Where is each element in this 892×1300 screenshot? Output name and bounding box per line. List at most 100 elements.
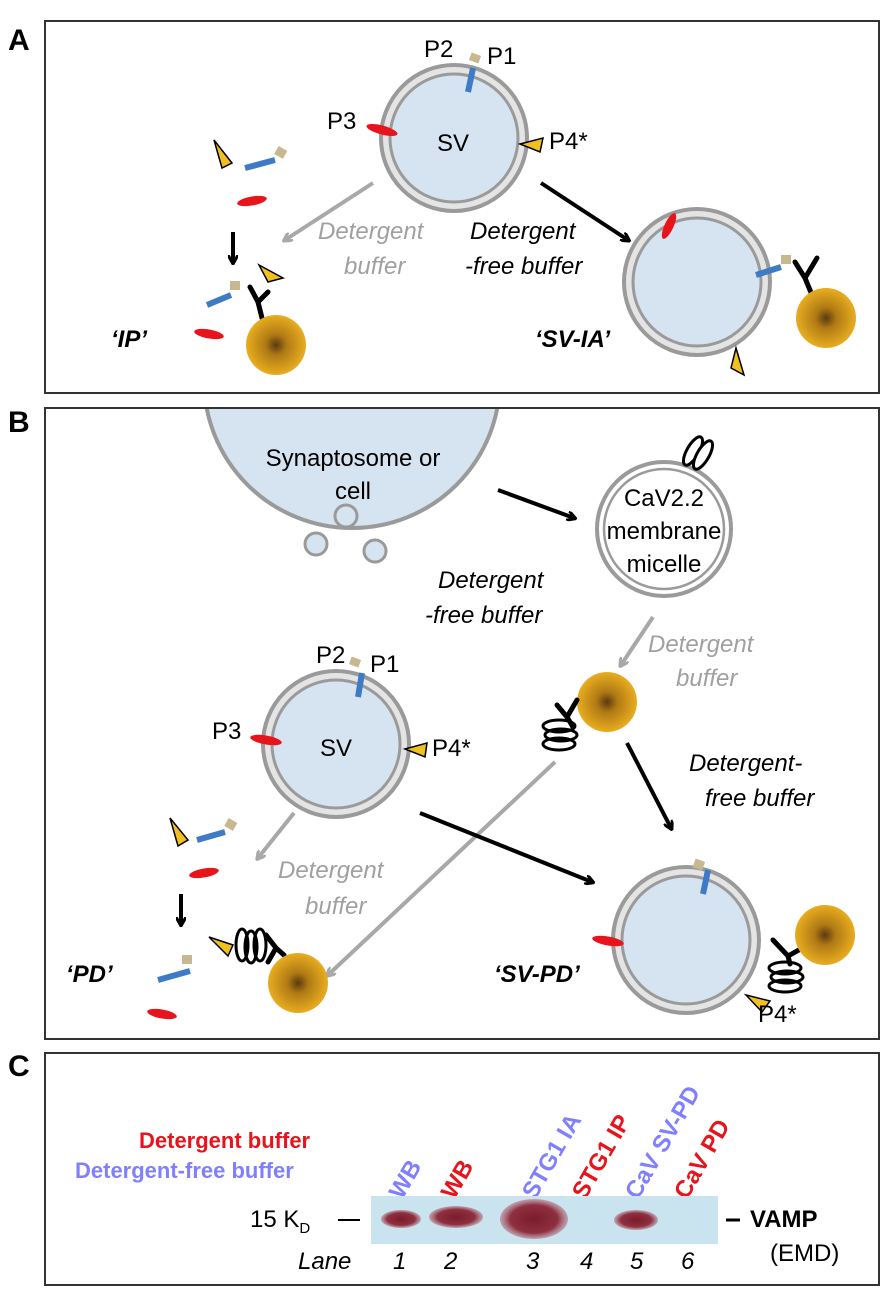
p3-sv-pd xyxy=(592,935,624,947)
p1-epitope-b xyxy=(355,672,365,698)
synaptosome-label-1: Synaptosome or xyxy=(265,445,441,472)
legend-detergent: Detergent buffer xyxy=(139,1128,311,1153)
p3-fragment-b xyxy=(189,867,219,879)
lane-number-5: 5 xyxy=(630,1248,644,1275)
p4-pd xyxy=(208,936,235,958)
cav-channel-icon xyxy=(681,435,715,471)
p2-sv-ia xyxy=(781,255,791,264)
p3-epitope-b xyxy=(250,734,282,746)
p2-fragment xyxy=(274,146,288,159)
sv-pd-vesicle xyxy=(611,865,761,1015)
cav-micelle xyxy=(595,460,733,598)
arrow-synaptosome-to-micelle xyxy=(497,488,574,518)
p4-fragment-b xyxy=(169,817,190,848)
p1-pd xyxy=(157,968,191,983)
p1-sv-pd xyxy=(700,869,711,895)
p4-label-sv-pd: P4* xyxy=(758,1001,797,1028)
lane-number-1: 1 xyxy=(393,1248,407,1275)
arrow-detergent-label-1: Detergent xyxy=(318,218,424,245)
p2-pd xyxy=(182,955,192,964)
marker-size-text: 15 K xyxy=(250,1206,300,1233)
p4-label: P4* xyxy=(549,128,588,155)
p2-epitope xyxy=(468,52,482,64)
p1-fragment xyxy=(244,157,276,171)
p2-sv-pd xyxy=(692,858,706,871)
arrow-bead-detergent-free xyxy=(625,742,671,828)
p4-sv-pd xyxy=(743,993,772,1014)
arrow-sv-detergent xyxy=(258,811,296,858)
arrow-micelle-detergent xyxy=(621,615,655,665)
synaptosome-label-2: cell xyxy=(334,478,371,505)
cav-coil-sv-pd-icon xyxy=(767,960,805,994)
panel-a-diagram xyxy=(194,52,856,377)
antibody-sv-ia xyxy=(792,255,820,298)
p1-ip xyxy=(205,292,233,308)
arrow-top-label-1: Detergent xyxy=(438,567,544,594)
micelle-label-2: membrane xyxy=(606,518,722,545)
p2-epitope-b xyxy=(348,656,362,668)
marker-size-label: 15 KD xyxy=(250,1208,310,1236)
arrow-bead-label-2: free buffer xyxy=(705,785,815,812)
p3-fragment-ip xyxy=(194,328,224,340)
arrow-sv-to-svpd xyxy=(419,811,592,882)
arrow-sv-detergent-label-1: Detergent xyxy=(278,857,384,884)
antibody-pd xyxy=(263,932,287,965)
p2-fragment-b xyxy=(224,818,238,831)
p1-fragment-b xyxy=(196,829,226,843)
panel-c xyxy=(44,1052,880,1286)
arrow-micelle-label-2: buffer xyxy=(676,665,738,692)
p2-ip xyxy=(230,281,240,290)
lane-number-6: 6 xyxy=(681,1248,695,1275)
arrow-sv-detergent-label-2: buffer xyxy=(305,893,367,920)
p3-label: P3 xyxy=(327,108,357,135)
p4-label-b: P4* xyxy=(432,735,471,762)
pd-label: ‘PD’ xyxy=(66,961,113,988)
lane-word: Lane xyxy=(298,1248,352,1275)
arrow-micelle-label-1: Detergent xyxy=(648,631,754,658)
sv-pd-label: ‘SV-PD’ xyxy=(494,961,580,988)
p2-label-b: P2 xyxy=(316,642,346,669)
p4-fragment-ip xyxy=(257,263,286,283)
p1-label-b: P1 xyxy=(370,651,400,678)
arrow-top-label-2: -free buffer xyxy=(425,602,543,629)
sv-ia-vesicle xyxy=(622,207,772,357)
panel-a-label: A xyxy=(8,24,30,57)
cav-coil-pd-icon xyxy=(234,927,268,965)
p1-epitope xyxy=(465,67,476,93)
lane-number-3: 3 xyxy=(526,1248,540,1275)
sv-label: SV xyxy=(437,130,470,157)
p3-epitope xyxy=(366,123,398,137)
bead-sv-ia xyxy=(796,288,856,348)
micelle-label-1: CaV2.2 xyxy=(623,485,705,512)
cav-coil-icon xyxy=(541,718,579,752)
antibody-label: (EMD) xyxy=(770,1240,840,1267)
p3-sv-ia xyxy=(661,213,677,239)
arrow-detergent-label-2: buffer xyxy=(344,253,406,280)
p1-label: P1 xyxy=(487,43,517,70)
lane-number-2: 2 xyxy=(444,1248,458,1275)
panel-b-diagram xyxy=(147,409,855,1020)
panel-c-label: C xyxy=(8,1050,30,1083)
arrow-detergent-free-label-1: Detergent xyxy=(470,218,576,245)
sv-vesicle xyxy=(379,63,529,213)
legend-detergent-free: Detergent-free buffer xyxy=(75,1158,294,1183)
bead-pd xyxy=(268,953,328,1013)
vamp-label: VAMP xyxy=(750,1206,818,1233)
p3-fragment xyxy=(237,195,267,207)
micelle-label-3: micelle xyxy=(626,551,702,578)
marker-size-subscript: D xyxy=(299,1219,311,1237)
sv-ia-label: ‘SV-IA’ xyxy=(535,326,611,353)
p3-pd xyxy=(147,1008,177,1020)
bead-cav xyxy=(577,672,637,732)
sv-vesicle-b xyxy=(261,669,411,819)
p1-sv-ia xyxy=(755,264,782,278)
antibody-ip xyxy=(247,284,271,321)
p4-epitope-b xyxy=(402,741,428,759)
p4-epitope xyxy=(517,136,544,154)
bead-sv-pd xyxy=(795,905,855,965)
arrow-detergent xyxy=(285,181,375,240)
p4-sv-ia xyxy=(730,345,746,377)
panel-b-label: B xyxy=(8,406,30,439)
bead-ip xyxy=(246,315,306,375)
arrow-bead-label-1: Detergent- xyxy=(689,750,803,777)
